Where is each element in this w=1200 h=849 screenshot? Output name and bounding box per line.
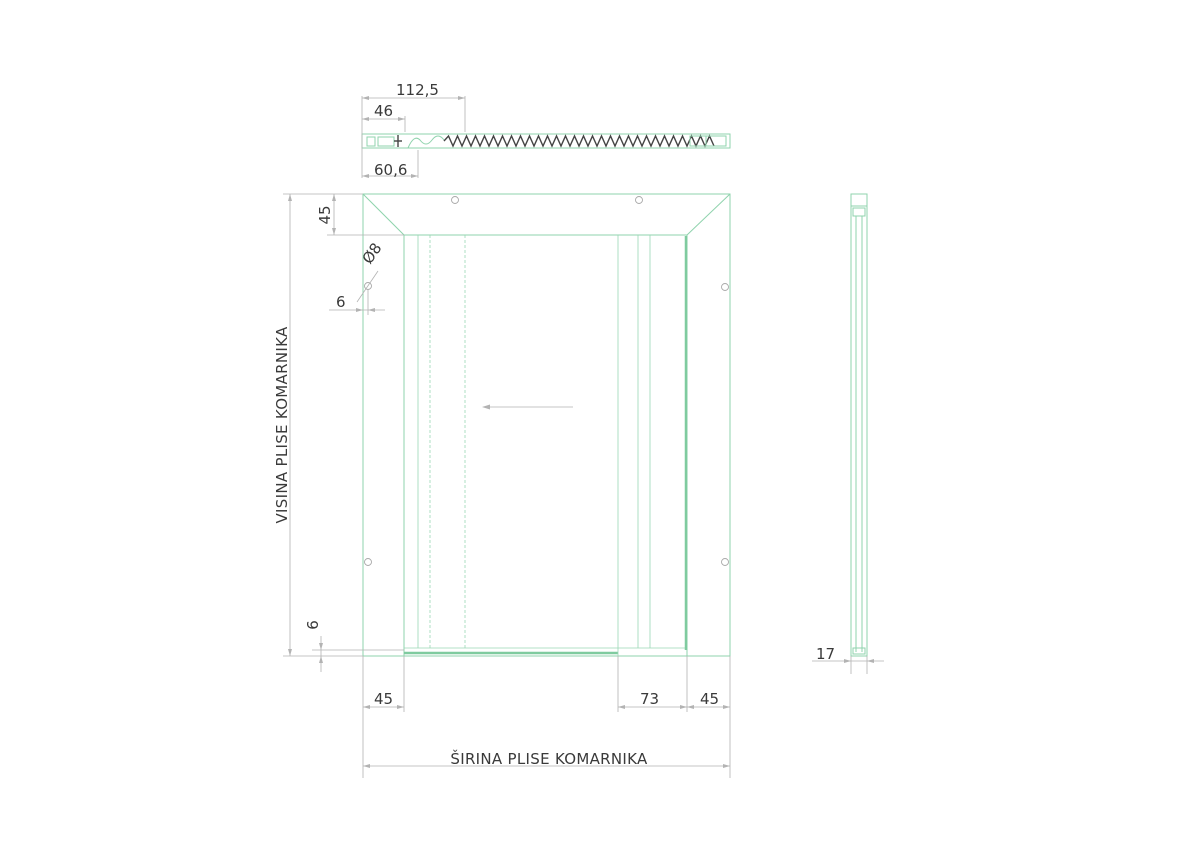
dim-frame-right: 45 — [700, 690, 719, 708]
miter-top-right — [686, 193, 731, 236]
mount-hole — [451, 196, 459, 204]
frame-dimensions: VISINA PLISE KOMARNIKA 45 Ø8 6 6 45 — [273, 193, 731, 778]
dim-profile-total: 112,5 — [396, 81, 439, 99]
profile-end-left — [366, 136, 376, 147]
frame-front-view — [362, 193, 731, 657]
profile-end-right — [689, 135, 727, 147]
mount-hole — [721, 283, 729, 291]
side-profile-bottom-channel — [852, 647, 866, 655]
dim-side-depth: 17 — [816, 645, 835, 663]
profile-channel — [377, 136, 395, 147]
frame-inner — [403, 234, 688, 657]
dim-profile-outer: 60,6 — [374, 161, 407, 179]
dim-frame-left: 45 — [374, 690, 393, 708]
label-height: VISINA PLISE KOMARNIKA — [273, 326, 291, 523]
top-profile-dimensions: 112,5 46 60,6 — [361, 81, 466, 179]
profile-curve — [407, 135, 445, 149]
mount-hole — [364, 558, 372, 566]
top-profile-section — [361, 133, 731, 149]
side-profile-top-channel — [852, 207, 866, 217]
pleat-zigzag — [443, 134, 715, 148]
dim-hole-offset: 6 — [336, 293, 346, 311]
dim-profile-inner: 46 — [374, 102, 393, 120]
mount-hole — [635, 196, 643, 204]
miter-top-left — [362, 193, 405, 236]
side-profile-view: 17 — [812, 193, 884, 674]
direction-arrowhead — [482, 404, 490, 410]
mount-hole — [721, 558, 729, 566]
dim-pleat-profile: 73 — [640, 690, 659, 708]
side-profile-outline — [850, 193, 868, 657]
dim-bottom-offset: 6 — [304, 620, 322, 630]
dim-frame-top: 45 — [316, 205, 334, 224]
label-width: ŠIRINA PLISE KOMARNIKA — [450, 749, 648, 768]
